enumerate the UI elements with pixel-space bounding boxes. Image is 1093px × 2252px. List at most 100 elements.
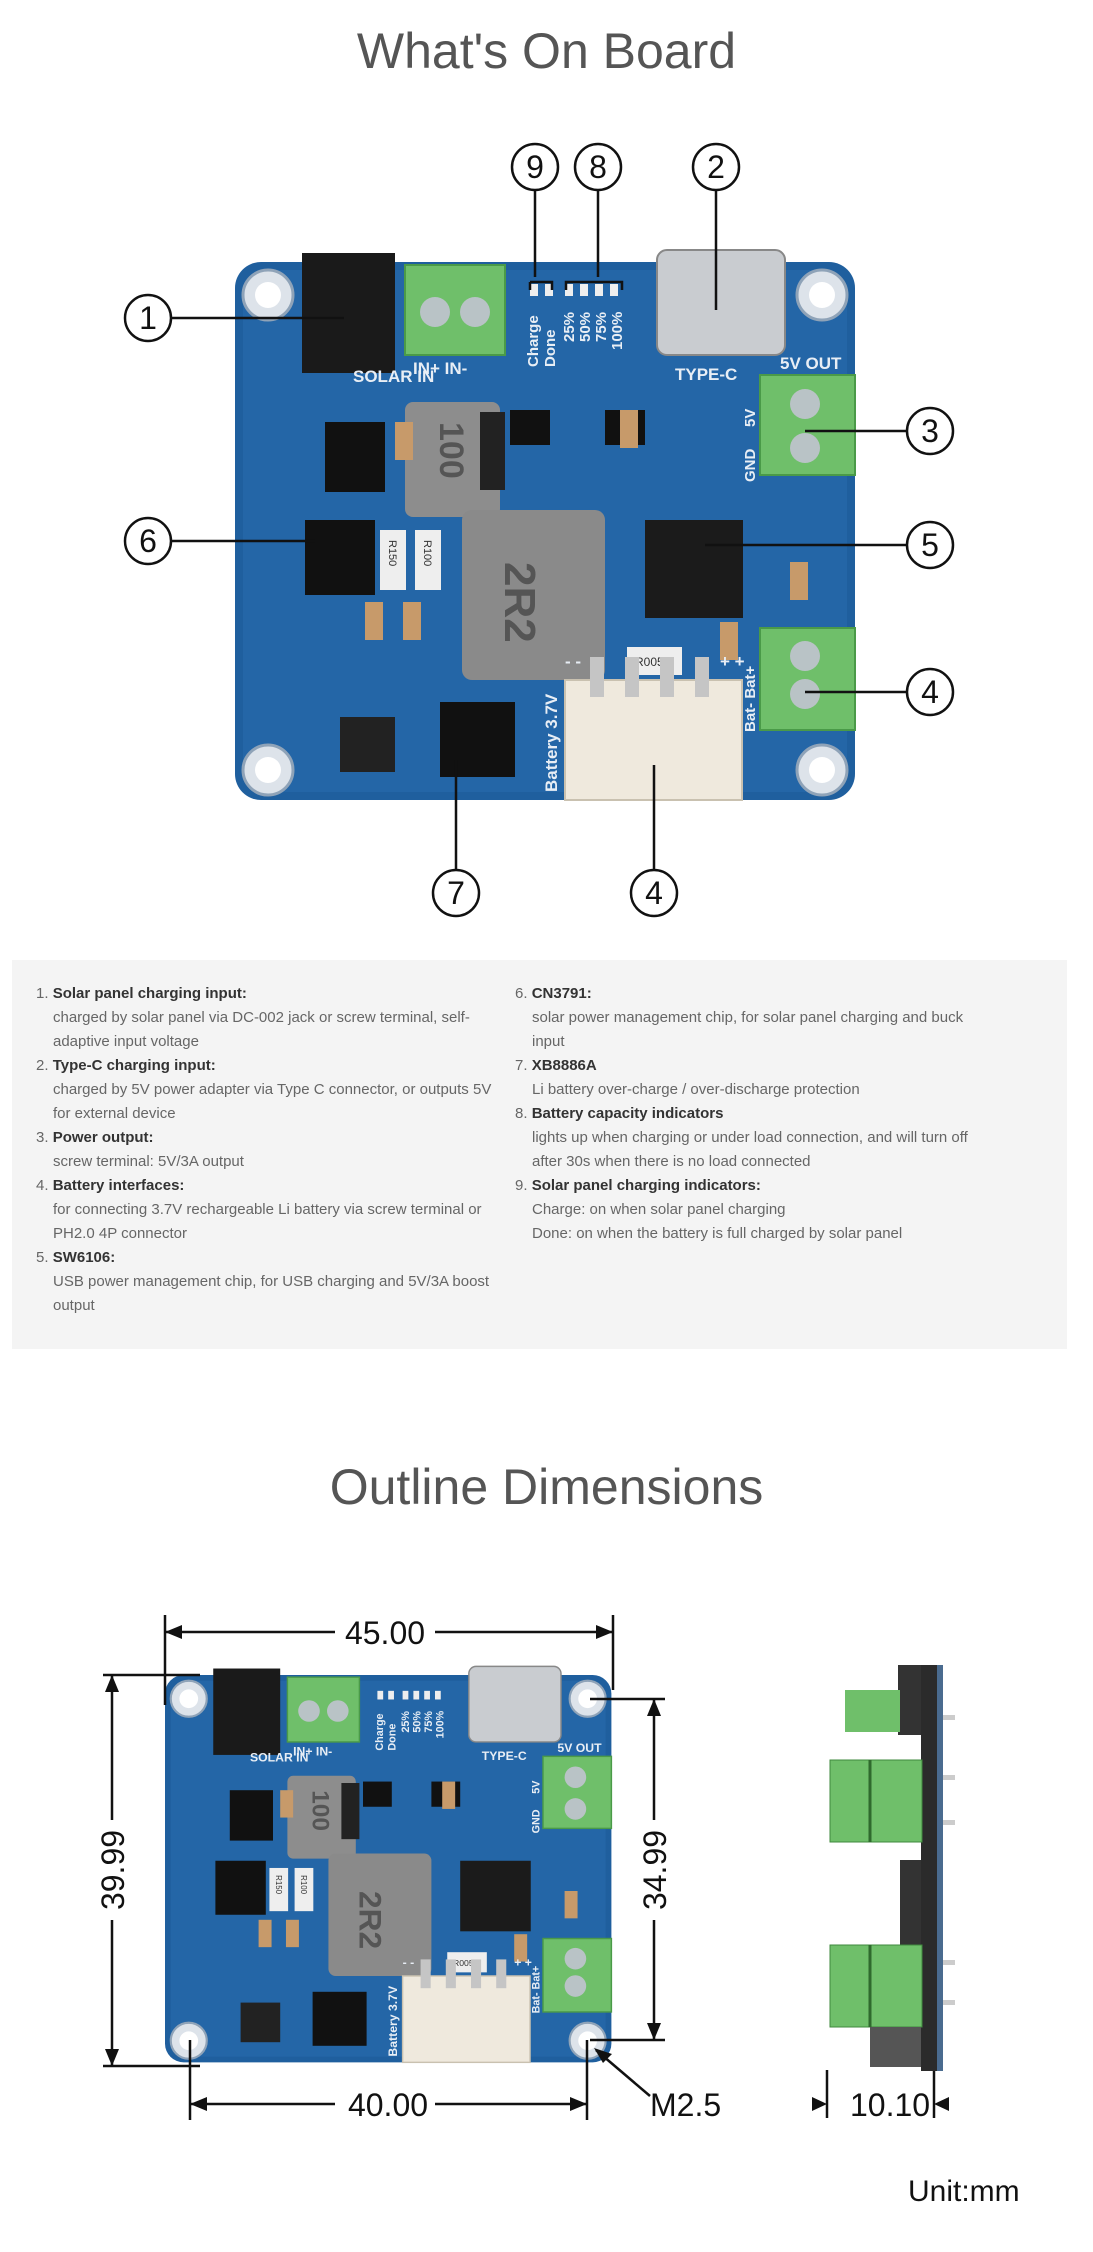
sw6106-chip <box>645 520 743 618</box>
callout-label-1: 1 <box>139 300 157 336</box>
callout-7 <box>431 868 481 918</box>
feature-title: CN3791: <box>531 985 592 1002</box>
callout-6 <box>123 516 173 566</box>
feature-item-3: 3. Power output: screw terminal: 5V/3A ou… <box>36 1126 506 1174</box>
feature-item-5: 5. SW6106: USB power management chip, for… <box>36 1246 506 1318</box>
callout-4-connector <box>629 868 679 918</box>
silk-inductor-small: 100 <box>432 422 470 479</box>
silk-in-plus-minus: IN+ IN- <box>413 359 467 378</box>
callout-label-3: 3 <box>921 413 939 449</box>
feature-description-panel: 1. Solar panel charging input:charged by… <box>12 960 1067 1349</box>
feature-number: 6. <box>515 985 528 1002</box>
callout-1 <box>123 293 173 343</box>
xb8886a-chip <box>440 702 515 777</box>
feature-title: Solar panel charging input: <box>52 985 247 1002</box>
silk-done: Done <box>542 330 559 368</box>
feature-item-9: 9. Solar panel charging indicators: Charg… <box>515 1174 985 1246</box>
callout-4 <box>905 667 955 717</box>
callout-3 <box>905 406 955 456</box>
feature-text: USB power management chip, for USB charg… <box>53 1273 490 1314</box>
silk-5v-out: 5V OUT <box>780 354 842 373</box>
silk-solar-in: SOLAR IN <box>353 367 434 386</box>
silk-100: 100% <box>609 312 626 350</box>
side-view <box>829 1665 955 2071</box>
board-photo: Charge Done 25% 50% 75% 100% TYPE-C SOLA… <box>235 249 856 801</box>
feature-number: 7. <box>515 1057 528 1074</box>
silk-type-c: TYPE-C <box>675 365 737 384</box>
feature-column-left: 1. Solar panel charging input:charged by… <box>36 982 506 1318</box>
type-c-port <box>656 249 786 356</box>
feature-title: Power output: <box>52 1129 154 1146</box>
small-inductor <box>405 402 500 517</box>
feature-title: Type-C charging input: <box>52 1057 216 1074</box>
silk-minus: - - <box>565 652 581 671</box>
callout-2 <box>691 142 741 192</box>
callout-label-9: 9 <box>526 149 544 185</box>
callout-5 <box>905 520 955 570</box>
solar-terminal <box>404 264 506 356</box>
callout-label-7: 7 <box>447 875 465 911</box>
callout-circles <box>123 142 955 918</box>
feature-number: 9. <box>515 1177 528 1194</box>
silk-battery: Battery 3.7V <box>542 693 561 792</box>
dim-thickness: 10.10 <box>850 2087 930 2123</box>
dimension-lines <box>103 1615 949 2120</box>
feature-text: charged by 5V power adapter via Type C c… <box>53 1081 492 1122</box>
silk-75: 75% <box>593 312 610 342</box>
silk-5v: 5V <box>742 409 759 427</box>
feature-text: lights up when charging or under load co… <box>532 1129 968 1170</box>
callout-label-5: 5 <box>921 527 939 563</box>
feature-title: Battery interfaces: <box>52 1177 185 1194</box>
callout-label-4: 4 <box>921 674 939 710</box>
leader-lines <box>171 190 907 870</box>
led-indicators <box>530 284 618 296</box>
feature-text: solar power management chip, for solar p… <box>532 1009 964 1050</box>
outline-section-title: Outline Dimensions <box>329 1459 764 1515</box>
silk-25: 25% <box>561 312 578 342</box>
large-inductor <box>462 510 605 680</box>
silk-gnd: GND <box>742 449 759 483</box>
feature-number: 5. <box>36 1249 49 1266</box>
feature-title: SW6106: <box>52 1249 116 1266</box>
feature-title: Solar panel charging indicators: <box>531 1177 761 1194</box>
cn3791-chip <box>305 520 375 595</box>
feature-item-6: 6. CN3791: solar power management chip, f… <box>515 982 985 1054</box>
dim-hole-spacing-y: 34.99 <box>637 1830 673 1910</box>
silk-inductor-large: 2R2 <box>495 562 544 643</box>
feature-text: Done: on when the battery is full charge… <box>532 1225 903 1242</box>
feature-text: screw terminal: 5V/3A output <box>53 1153 244 1170</box>
silk-charge: Charge <box>525 315 542 367</box>
chip <box>325 422 385 492</box>
feature-text: charged by solar panel via DC-002 jack o… <box>53 1009 470 1050</box>
feature-item-4: 4. Battery interfaces: for connecting 3.7… <box>36 1174 506 1246</box>
feature-text: for connecting 3.7V rechargeable Li batt… <box>53 1201 482 1242</box>
silk-r005: R005 <box>635 655 664 669</box>
dim-width: 45.00 <box>345 1615 425 1651</box>
silk-r100: R100 <box>421 540 433 566</box>
feature-number: 8. <box>515 1105 528 1122</box>
feature-item-8: 8. Battery capacity indicators lights up … <box>515 1102 985 1174</box>
dim-hole: M2.5 <box>650 2087 721 2123</box>
feature-number: 4. <box>36 1177 49 1194</box>
dim-hole-spacing-x: 40.00 <box>348 2087 428 2123</box>
feature-title: XB8886A <box>531 1057 597 1074</box>
silk-50: 50% <box>577 312 594 342</box>
feature-item-7: 7. XB8886A Li battery over-charge / over-… <box>515 1054 985 1102</box>
feature-item-1: 1. Solar panel charging input:charged by… <box>36 982 506 1054</box>
feature-number: 3. <box>36 1129 49 1146</box>
unit-label: Unit:mm <box>908 2175 1020 2208</box>
feature-text: Charge: on when solar panel charging <box>532 1201 786 1218</box>
board-section-title: What's On Board <box>356 23 737 79</box>
silk-r150: R150 <box>386 540 398 566</box>
feature-text: Li battery over-charge / over-discharge … <box>532 1081 860 1098</box>
silk-plus: + + <box>720 652 745 671</box>
outline-board <box>163 1665 613 2064</box>
silk-bat: Bat- Bat+ <box>742 665 759 732</box>
callout-9 <box>510 142 560 192</box>
feature-item-2: 2. Type-C charging input:charged by 5V p… <box>36 1054 506 1126</box>
callout-label-8: 8 <box>589 149 607 185</box>
callout-8 <box>573 142 623 192</box>
feature-title: Battery capacity indicators <box>531 1105 724 1122</box>
callout-label-4-connector: 4 <box>645 875 663 911</box>
